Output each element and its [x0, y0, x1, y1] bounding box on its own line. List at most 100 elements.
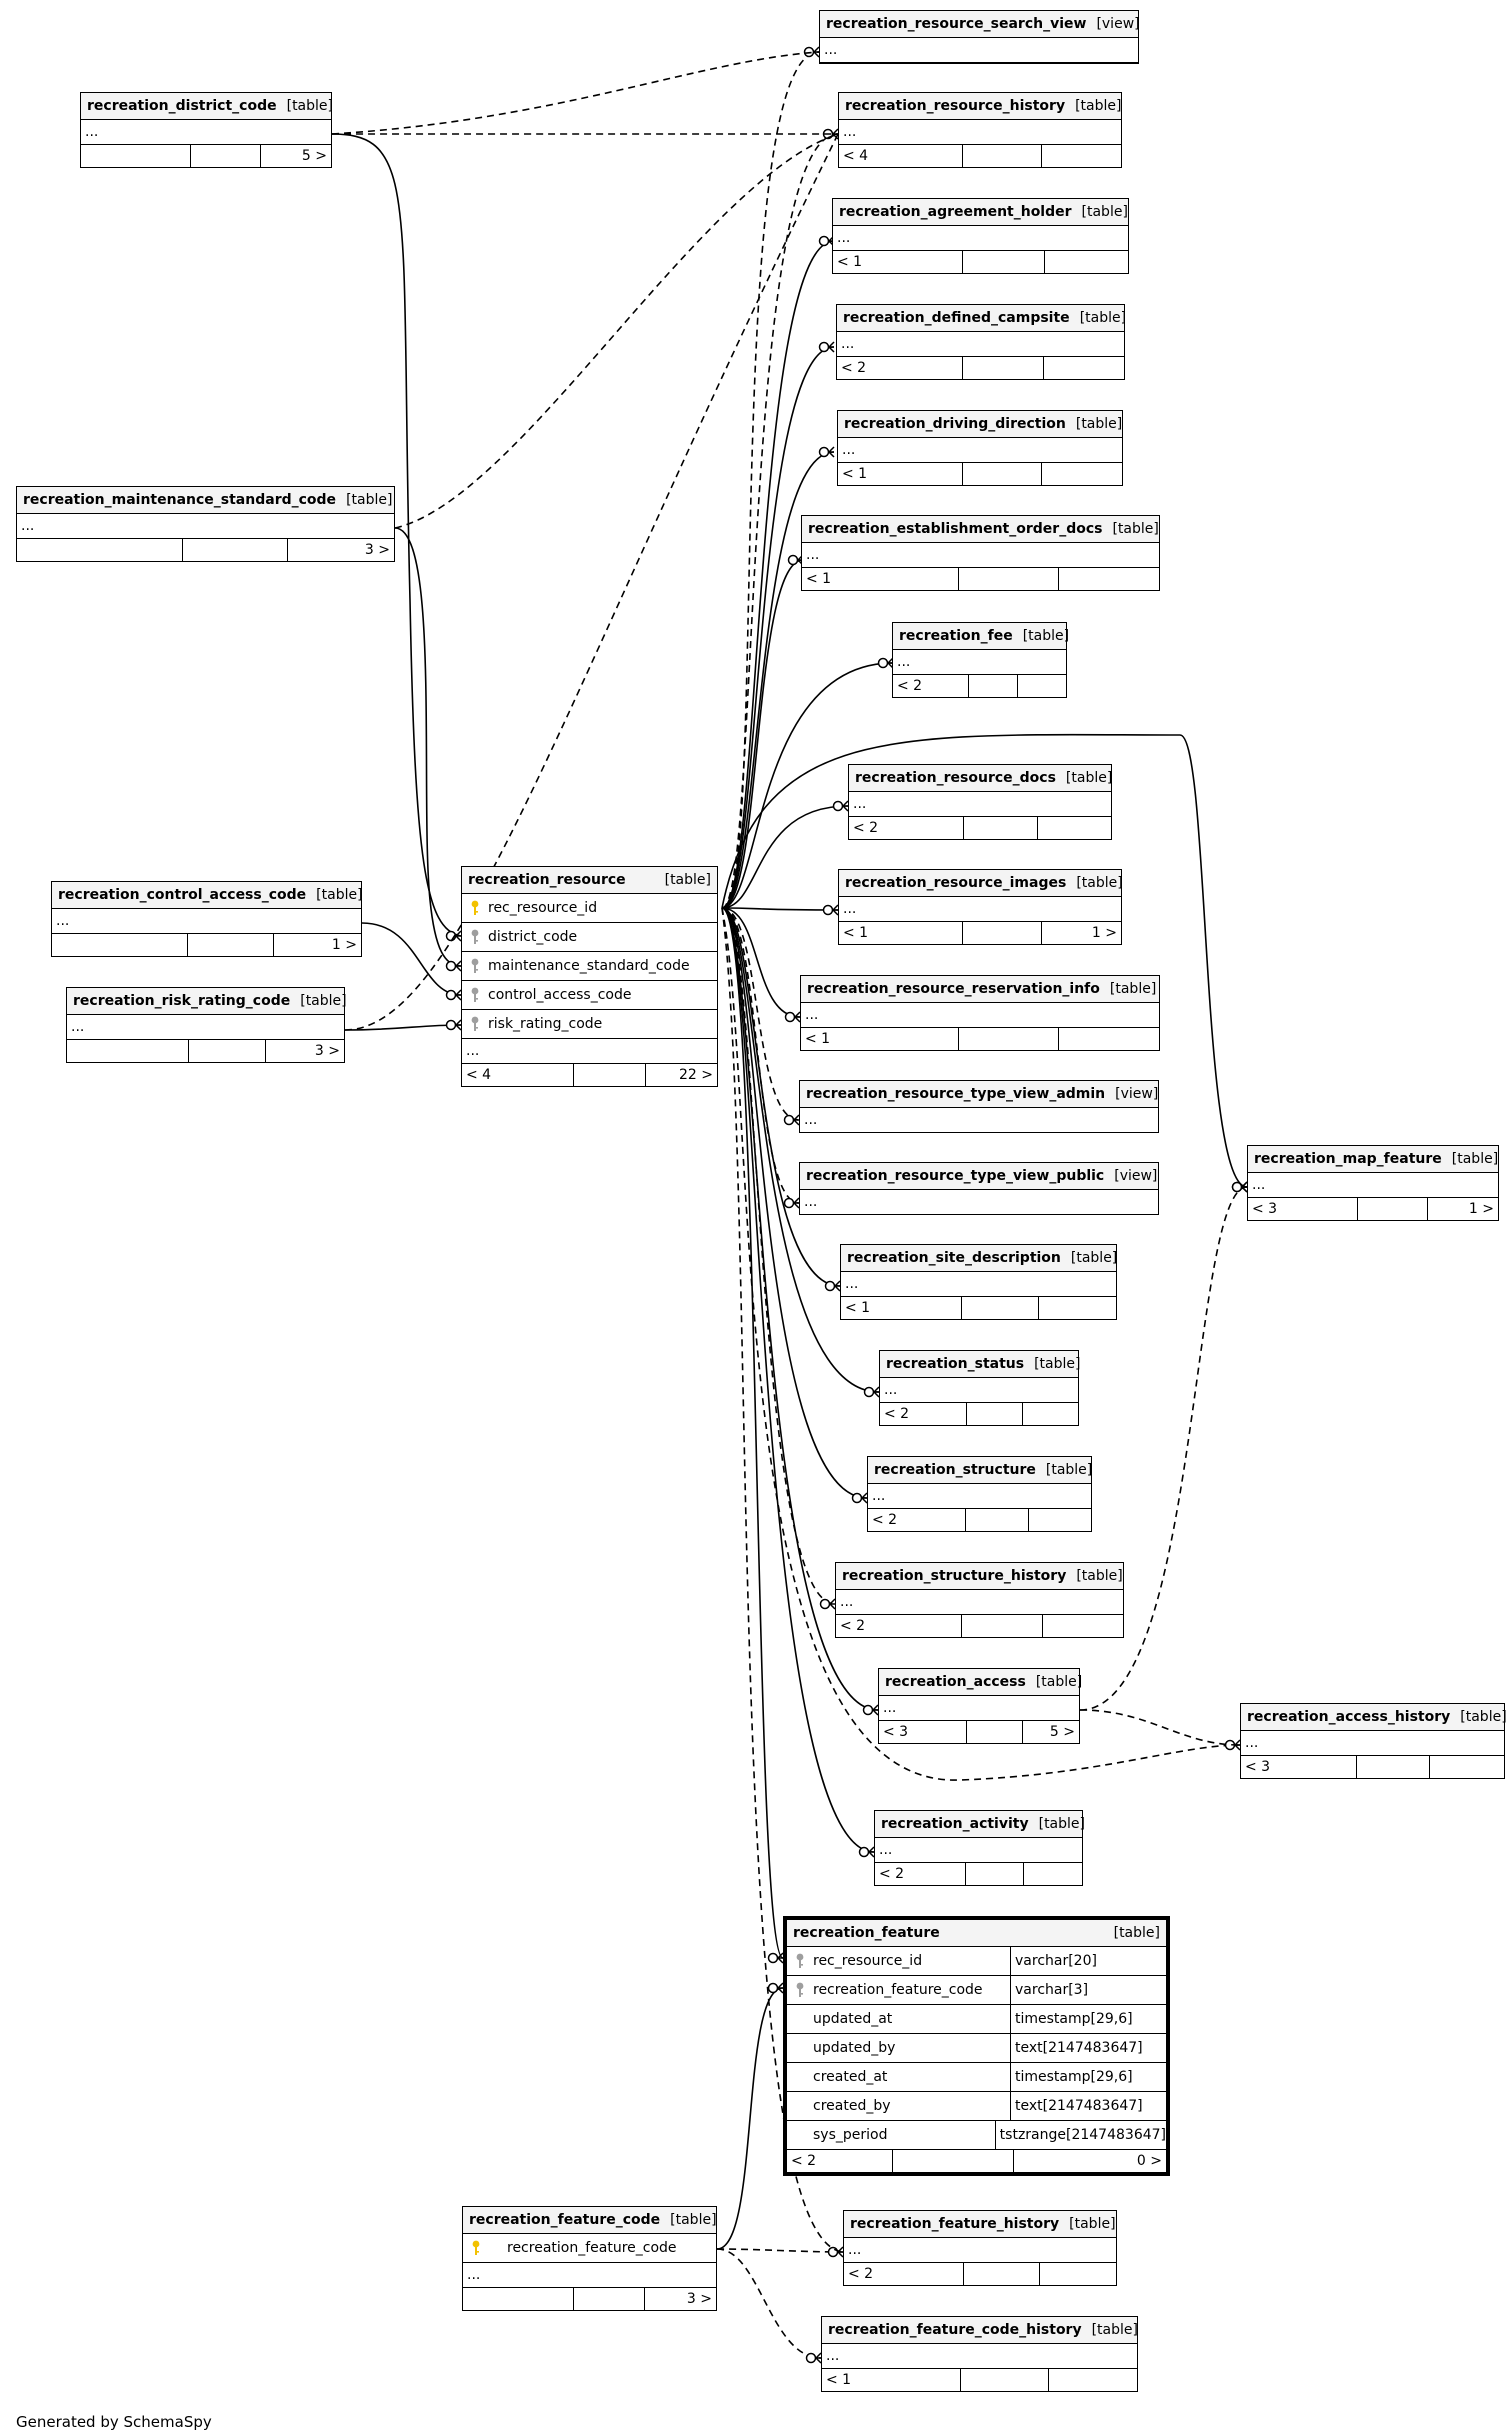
table-recreation-agreement-holder[interactable]: recreation_agreement_holder[table]...< 1	[832, 198, 1129, 274]
parents-count[interactable]: < 1	[801, 1028, 959, 1050]
table-recreation-resource-type-view-admin[interactable]: recreation_resource_type_view_admin[view…	[799, 1080, 1159, 1133]
children-count[interactable]: 3 >	[686, 2291, 712, 2307]
parents-count[interactable]: < 2	[836, 1615, 963, 1637]
table-recreation-establishment-order-docs[interactable]: recreation_establishment_order_docs[tabl…	[801, 515, 1160, 591]
table-recreation-feature-code[interactable]: recreation_feature_code [table] recreati…	[462, 2206, 717, 2311]
children-count[interactable]: 3 >	[314, 1043, 340, 1059]
parents-count[interactable]: < 2	[893, 675, 970, 697]
parents-count[interactable]: < 2	[849, 817, 965, 839]
children-count[interactable]: 1 >	[331, 937, 357, 953]
table-recreation-resource-type-view-public[interactable]: recreation_resource_type_view_public[vie…	[799, 1162, 1159, 1215]
column-row[interactable]: district_code	[462, 923, 717, 952]
parents-count[interactable]: < 2	[875, 1863, 967, 1885]
children-count[interactable]: 1 >	[1091, 925, 1117, 941]
children-count[interactable]: 5 >	[301, 148, 327, 164]
parents-count[interactable]: < 1	[802, 568, 960, 590]
children-count[interactable]	[1039, 1297, 1116, 1319]
table-recreation-driving-direction[interactable]: recreation_driving_direction[table]...< …	[837, 410, 1123, 486]
table-recreation-resource-search-view[interactable]: recreation_resource_search_view[view]...	[819, 10, 1140, 64]
parents-count[interactable]: < 3	[1241, 1756, 1357, 1778]
parents-count[interactable]	[52, 934, 188, 956]
parents-count[interactable]: < 1	[838, 463, 963, 485]
children-count[interactable]	[1042, 145, 1121, 167]
parents-count[interactable]: < 2	[787, 2150, 894, 2172]
table-recreation-defined-campsite[interactable]: recreation_defined_campsite[table]...< 2	[836, 304, 1126, 380]
table-recreation-risk-rating-code[interactable]: recreation_risk_rating_code[table]...3 >	[66, 987, 347, 1063]
parents-count[interactable]: < 2	[880, 1403, 968, 1425]
children-count[interactable]: 1 >	[1468, 1201, 1494, 1217]
children-count[interactable]	[1059, 568, 1159, 590]
children-count[interactable]	[1029, 1509, 1091, 1531]
parents-count[interactable]	[463, 2288, 575, 2310]
parents-count[interactable]: < 4	[462, 1064, 575, 1086]
table-recreation-feature-code-history[interactable]: recreation_feature_code_history[table]..…	[821, 2316, 1138, 2392]
parents-count[interactable]	[17, 539, 183, 561]
parents-count[interactable]: < 1	[833, 251, 963, 273]
parents-count[interactable]: < 1	[822, 2369, 961, 2391]
children-count[interactable]: 0 >	[1136, 2153, 1162, 2169]
table-recreation-district-code[interactable]: recreation_district_code[table]...5 >	[80, 92, 333, 168]
table-recreation-resource[interactable]: recreation_resource [table] rec_resource…	[461, 866, 718, 1087]
parents-count[interactable]	[67, 1040, 189, 1062]
table-recreation-resource-history[interactable]: recreation_resource_history[table]...< 4	[838, 92, 1122, 168]
parents-count[interactable]: < 1	[841, 1297, 962, 1319]
table-recreation-control-access-code[interactable]: recreation_control_access_code[table]...…	[51, 881, 363, 957]
table-header: recreation_driving_direction[table]	[838, 411, 1122, 438]
column-row[interactable]: recreation_feature_code	[463, 2234, 716, 2263]
parents-count[interactable]: < 2	[868, 1509, 967, 1531]
parents-count[interactable]: < 3	[879, 1721, 967, 1743]
children-count[interactable]	[1038, 817, 1111, 839]
optional-marker	[445, 960, 457, 972]
table-recreation-maintenance-standard-code[interactable]: recreation_maintenance_standard_code[tab…	[16, 486, 395, 562]
table-recreation-access-history[interactable]: recreation_access_history[table]...< 3	[1240, 1703, 1507, 1779]
children-count[interactable]	[1043, 1615, 1123, 1637]
column-row[interactable]: maintenance_standard_code	[462, 952, 717, 981]
children-count[interactable]: 3 >	[364, 542, 390, 558]
table-recreation-feature[interactable]: recreation_feature [table] rec_resource_…	[783, 1916, 1170, 2176]
table-header: recreation_feature_code [table]	[463, 2207, 717, 2234]
table-recreation-activity[interactable]: recreation_activity[table]...< 2	[874, 1810, 1085, 1886]
children-count[interactable]	[1023, 1403, 1078, 1425]
parents-count[interactable]	[81, 145, 191, 167]
children-count[interactable]	[1040, 2263, 1116, 2285]
parents-count[interactable]: < 2	[844, 2263, 964, 2285]
table-recreation-feature-history[interactable]: recreation_feature_history[table]...< 2	[843, 2210, 1117, 2286]
column-row[interactable]: rec_resource_id	[462, 894, 717, 923]
table-recreation-resource-reservation-info[interactable]: recreation_resource_reservation_info[tab…	[800, 975, 1160, 1051]
table-recreation-site-description[interactable]: recreation_site_description[table]...< 1	[840, 1244, 1117, 1320]
children-count[interactable]	[1044, 357, 1124, 379]
table-recreation-structure[interactable]: recreation_structure[table]...< 2	[867, 1456, 1092, 1532]
children-count[interactable]	[1045, 251, 1128, 273]
table-kind: [table]	[300, 993, 347, 1009]
table-recreation-fee[interactable]: recreation_fee[table]...< 2	[892, 622, 1069, 698]
column-row[interactable]: risk_rating_code	[462, 1010, 717, 1039]
children-count[interactable]: 5 >	[1049, 1724, 1075, 1740]
children-count[interactable]	[1018, 675, 1066, 697]
column-row[interactable]: control_access_code	[462, 981, 717, 1010]
children-count[interactable]	[1430, 1756, 1504, 1778]
children-count[interactable]	[1059, 1028, 1159, 1050]
optional-marker	[818, 446, 830, 458]
children-count[interactable]	[1024, 1863, 1082, 1885]
parents-count[interactable]: < 2	[837, 357, 964, 379]
parents-count[interactable]: < 3	[1248, 1198, 1358, 1220]
children-count[interactable]	[1049, 2369, 1137, 2391]
children-count[interactable]: 22 >	[679, 1067, 713, 1083]
parents-count[interactable]: < 1	[839, 922, 964, 944]
footer-middle	[574, 2288, 646, 2310]
children-count[interactable]	[1042, 463, 1122, 485]
table-recreation-structure-history[interactable]: recreation_structure_history[table]...< …	[835, 1562, 1124, 1638]
parents-count[interactable]: < 4	[839, 145, 964, 167]
table-recreation-status[interactable]: recreation_status[table]...< 2	[879, 1350, 1080, 1426]
table-recreation-resource-docs[interactable]: recreation_resource_docs[table]...< 2	[848, 764, 1112, 840]
